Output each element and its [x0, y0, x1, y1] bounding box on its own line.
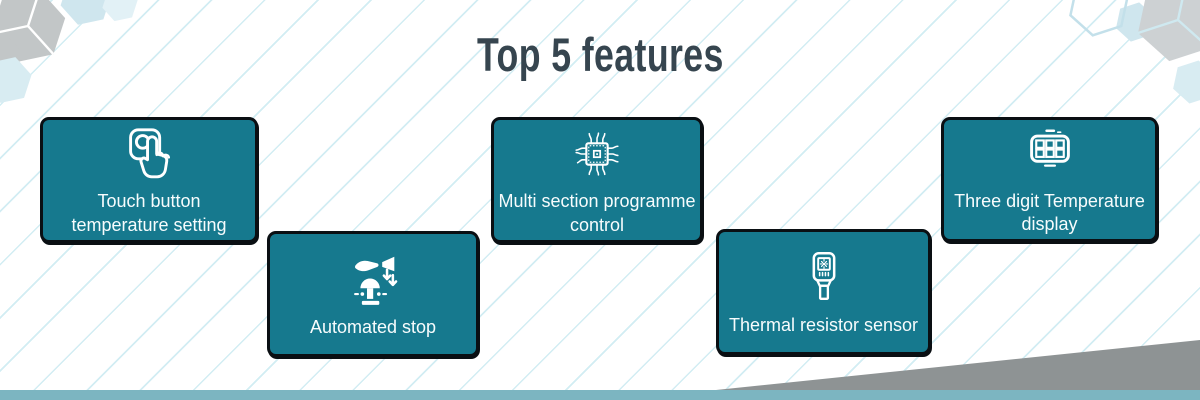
thermal-sensor-icon — [812, 251, 835, 300]
feature-card-label: Multi section programme control — [498, 191, 696, 235]
feature-card-automated-stop: Automated stop — [267, 231, 479, 357]
feature-card-temperature-display: Three digit Temperature display — [941, 117, 1158, 242]
touch-button-icon — [129, 128, 171, 179]
feature-card-thermal-sensor: Thermal resistor sensor — [716, 229, 931, 355]
bottom-bar — [0, 390, 1200, 400]
feature-card-label: Three digit Temperature display — [954, 190, 1145, 234]
microchip-icon — [575, 132, 619, 176]
feature-card-label: Touch button temperature setting — [71, 191, 227, 235]
feature-card-programme-control: Multi section programme control — [491, 117, 703, 243]
feature-card-label: Thermal resistor sensor — [728, 314, 919, 335]
automated-stop-icon — [354, 256, 398, 305]
page-title: Top 5 features — [476, 28, 724, 81]
feature-card-label: Automated stop — [309, 316, 437, 337]
feature-card-touch-button: Touch button temperature setting — [40, 117, 258, 243]
digital-display-icon — [1029, 129, 1070, 167]
